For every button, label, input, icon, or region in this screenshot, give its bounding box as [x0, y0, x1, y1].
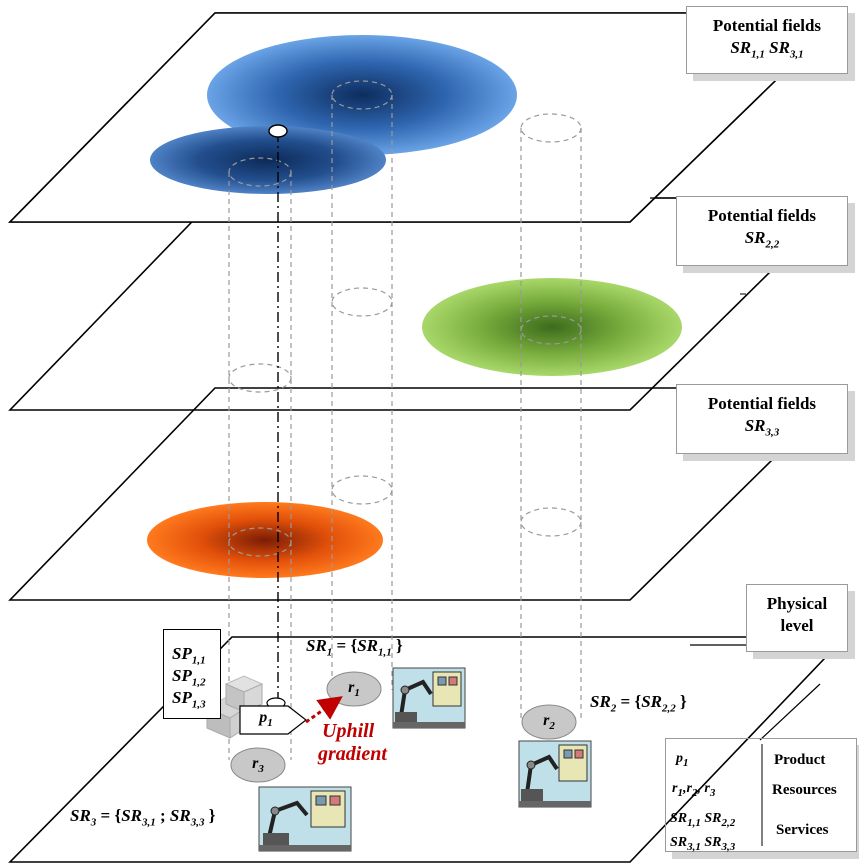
uphill-gradient-label: Uphill gradient: [318, 720, 387, 766]
layer-3-fields: SR3,3: [744, 416, 780, 439]
product-service-2: SP1,2: [172, 666, 206, 689]
robot-machine-icon-r2: [518, 740, 592, 808]
product-p1-label: p1: [259, 709, 273, 730]
layer-2-fields: SR2,2: [744, 228, 780, 251]
layer-label-box-1: Potential fields SR1,1 SR3,1: [686, 6, 848, 74]
resource-r2-label: r2: [543, 712, 555, 733]
uphill-label-line1: Uphill: [322, 720, 375, 742]
connector-legend: [759, 683, 821, 741]
product-service-3: SP1,3: [172, 688, 206, 711]
layer-label-box-3: Potential fields SR3,3: [676, 384, 848, 454]
product-p1-shape: [239, 705, 307, 735]
physical-level-line1: Physical: [766, 594, 828, 613]
legend-label-services: Services: [776, 822, 829, 838]
physical-level-box: Physical level: [746, 584, 848, 652]
legend-label-product: Product: [774, 752, 826, 768]
resource-r2-shape: [521, 704, 577, 740]
service-set-sr2: SR2 = {SR2,2 }: [590, 692, 687, 715]
layer-label-box-2: Potential fields SR2,2: [676, 196, 848, 266]
field-sr-1-1: [207, 35, 517, 155]
layer-3-title: Potential fields: [707, 394, 817, 413]
uphill-label-line2: gradient: [318, 743, 387, 765]
product-service-1: SP1,1: [172, 644, 206, 667]
field-sr-2-2: [422, 278, 682, 376]
service-set-sr1: SR1 = {SR1,1 }: [306, 636, 403, 659]
robot-machine-icon-r3: [258, 786, 352, 852]
layer-2-title: Potential fields: [707, 206, 817, 225]
product-position-marker: [268, 124, 288, 138]
resource-r3-label: r3: [252, 755, 264, 776]
physical-plane: [8, 636, 847, 863]
legend-label-resources: Resources: [772, 782, 837, 798]
projection-cylinders: [228, 80, 582, 760]
layer-1-fields: SR1,1 SR3,1: [730, 38, 804, 61]
field-sr-3-1: [150, 126, 386, 194]
robot-machine-icon-r1: [392, 667, 466, 729]
service-set-sr3: SR3 = {SR3,1 ; SR3,3 }: [70, 806, 216, 829]
layer-1-title: Potential fields: [712, 16, 822, 35]
uphill-gradient-arrow: [305, 696, 343, 724]
field-sr-3-3: [147, 502, 383, 578]
product-services-box: SP1,1 SP1,2 SP1,3: [163, 629, 221, 719]
resource-r1-label: r1: [348, 679, 360, 700]
layer-plane-3: [8, 387, 847, 601]
resource-r3-shape: [230, 747, 286, 783]
legend-symbol-product: p1: [676, 751, 689, 769]
legend-symbol-resources: r1,r2, r3: [672, 781, 716, 799]
physical-level-line2: level: [780, 616, 814, 635]
